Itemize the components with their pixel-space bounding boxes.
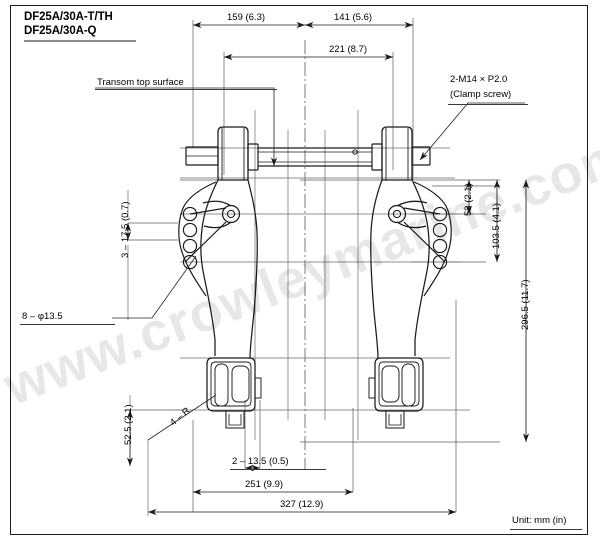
- page-title-line-1: DF25A/30A-T/TH: [24, 11, 113, 23]
- dimension-52p5: 52.5 (2.1): [123, 404, 134, 445]
- right-hole-pattern: [432, 206, 448, 270]
- callout-clamp-screw-line-1: 2-M14 × P2.0: [450, 74, 508, 85]
- dimension-2-13p5-underline: [230, 469, 326, 470]
- dimension-103p5: 103.5 (4.1): [491, 203, 502, 249]
- dimension-221: 221 (8.7): [329, 44, 368, 55]
- callout-clamp-screw-underline: [448, 104, 528, 105]
- dimension-296p5: 296.5 (11.7): [520, 279, 531, 330]
- callout-transom-top-surface: Transom top surface: [97, 77, 184, 88]
- unit-note-underline: [510, 529, 582, 531]
- page-title-line-2: DF25A/30A-Q: [24, 25, 97, 37]
- unit-note: Unit: mm (in): [512, 515, 567, 526]
- callout-clamp-screw-line-2: (Clamp screw): [450, 89, 512, 100]
- leader-lines: [95, 87, 525, 441]
- left-hole-pattern: [182, 206, 198, 270]
- dimension-159: 159 (6.3): [227, 12, 266, 23]
- dimension-251: 251 (9.9): [245, 479, 284, 490]
- left-flange-outline: [178, 181, 227, 297]
- right-clamp-bracket: [368, 126, 430, 429]
- left-clamp-bracket: [200, 126, 262, 429]
- dimension-327: 327 (12.9): [280, 499, 324, 510]
- dimension-53: 53 (2.1): [463, 183, 474, 216]
- right-flange-outline: [403, 181, 452, 297]
- dimension-lines: [124, 21, 530, 516]
- title-underline: [24, 40, 136, 42]
- callout-hole-pattern: 8 – φ13.5: [22, 311, 63, 322]
- dimension-3-17p5: 3 – 17.5 (0.7): [120, 201, 131, 258]
- dimension-141: 141 (5.6): [334, 12, 373, 23]
- dimension-2-13p5: 2 – 13.5 (0.5): [232, 456, 289, 467]
- callout-transom-underline: [95, 89, 277, 90]
- callout-hole-pattern-underline: [20, 324, 115, 325]
- page-border: [10, 5, 588, 535]
